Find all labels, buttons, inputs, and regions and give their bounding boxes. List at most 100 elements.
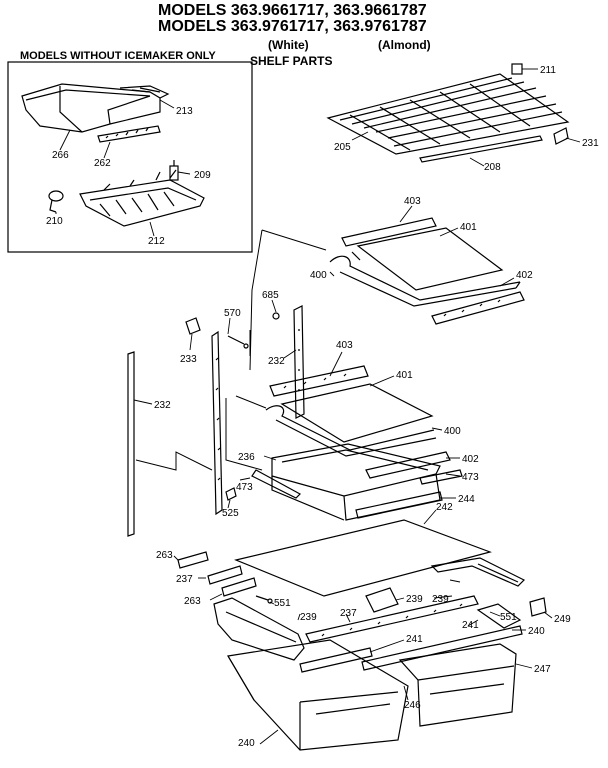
label-240-left: 240	[238, 738, 255, 749]
icemaker-tray-212	[79, 169, 205, 227]
crisper-frame-left	[213, 597, 305, 661]
crisper-cover-glass-242	[234, 519, 492, 597]
trim-263-upper	[177, 551, 209, 569]
color-label-white: (White)	[268, 38, 309, 52]
label-551-left: 551	[274, 598, 291, 609]
label-210: 210	[46, 216, 63, 227]
label-400-lower: 400	[444, 426, 461, 437]
crisper-drawer-240	[227, 639, 409, 751]
trim-241-left	[299, 647, 373, 673]
label-209: 209	[194, 170, 211, 181]
inset-title: MODELS WITHOUT ICEMAKER ONLY	[20, 50, 216, 62]
part-249	[529, 597, 547, 617]
label-241-right: 241	[462, 620, 479, 631]
part-211	[511, 63, 523, 75]
rail-upright	[211, 330, 223, 516]
trim-263-lower	[221, 577, 257, 597]
shelf-trim-403-upper	[341, 217, 437, 247]
label-551-right: 551	[500, 612, 517, 623]
label-233: 233	[180, 354, 197, 365]
screw-551-left	[255, 595, 273, 604]
label-241-left: 241	[406, 634, 423, 645]
slide-473-right	[419, 469, 463, 485]
label-403-upper: 403	[404, 196, 421, 207]
screw-685	[272, 312, 280, 320]
inset-box	[7, 61, 253, 253]
label-239-center: 239	[406, 594, 423, 605]
trim-241-right	[361, 625, 523, 671]
crisper-frame-236	[271, 443, 441, 521]
label-525: 525	[222, 508, 239, 519]
leader-lines	[55, 68, 581, 745]
label-240-right: 240	[528, 626, 545, 637]
screw-570	[227, 335, 249, 349]
color-label-almond: (Almond)	[378, 38, 431, 52]
models-title-line-2: MODELS 363.9761717, 363.9761787	[158, 18, 427, 35]
part-210	[48, 190, 64, 213]
models-title-line-1: MODELS 363.9661717, 363.9661787	[158, 2, 427, 19]
label-401-upper: 401	[460, 222, 477, 233]
label-211: 211	[540, 65, 556, 76]
label-263-upper: 263	[156, 550, 173, 561]
label-570: 570	[224, 308, 241, 319]
label-473-left: 473	[236, 482, 253, 493]
rail-232-left	[127, 351, 135, 537]
label-266: 266	[52, 150, 69, 161]
label-239-right: 239	[432, 594, 449, 605]
part-labels: 211 205 208 231 213 266 262 209 210 212 …	[46, 65, 599, 749]
label-237-left: 237	[176, 574, 193, 585]
label-236: 236	[238, 452, 255, 463]
label-208: 208	[484, 162, 501, 173]
section-title: SHELF PARTS	[250, 54, 333, 68]
label-400-upper: 400	[310, 270, 327, 281]
label-403-lower: 403	[336, 340, 353, 351]
label-246: 246	[404, 700, 421, 711]
label-244: 244	[458, 494, 475, 505]
bracket-233	[185, 317, 201, 335]
label-232-left: 232	[154, 400, 171, 411]
label-401-lower: 401	[396, 370, 413, 381]
shelf-trim-403-lower	[269, 365, 369, 397]
connector-lines	[135, 229, 461, 583]
rail-232-mid	[293, 305, 305, 419]
shelf-frame-400-lower	[265, 405, 437, 457]
trim-208	[419, 135, 543, 163]
part-231	[553, 127, 569, 145]
shelf-frame-400-upper	[329, 255, 521, 307]
slide-rail-right	[430, 557, 526, 587]
label-232-mid: 232	[268, 356, 285, 367]
label-247: 247	[534, 664, 551, 675]
glass-shelf-401-upper	[351, 227, 504, 291]
label-473-right: 473	[462, 472, 479, 483]
bracket-525	[225, 487, 237, 501]
label-402-lower: 402	[462, 454, 479, 465]
label-205: 205	[334, 142, 351, 153]
label-231: 231	[582, 138, 599, 149]
crisper-frame-right	[476, 603, 522, 629]
shelf-trim-402-upper	[431, 291, 525, 325]
support-237-left	[207, 565, 243, 585]
crisper-drawer-247	[398, 643, 517, 727]
label-213: 213	[176, 106, 193, 117]
trim-402-lower	[365, 451, 451, 479]
label-212: 212	[148, 236, 165, 247]
glass-shelf-401-lower	[280, 383, 434, 443]
label-263-lower: 263	[184, 596, 201, 607]
wire-shelf-205	[326, 73, 570, 155]
label-402-upper: 402	[516, 270, 533, 281]
label-249: 249	[554, 614, 571, 625]
bar-262	[97, 125, 161, 143]
ice-bin-266	[21, 83, 170, 133]
bracket-239-center	[365, 587, 399, 613]
label-239-left: 239	[300, 612, 317, 623]
label-262: 262	[94, 158, 111, 169]
support-237-right	[305, 595, 479, 643]
part-209	[169, 160, 179, 181]
label-685: 685	[262, 290, 279, 301]
trim-244	[355, 491, 443, 519]
slide-473-left	[251, 469, 301, 499]
label-237-right: 237	[340, 608, 357, 619]
label-242: 242	[436, 502, 453, 513]
